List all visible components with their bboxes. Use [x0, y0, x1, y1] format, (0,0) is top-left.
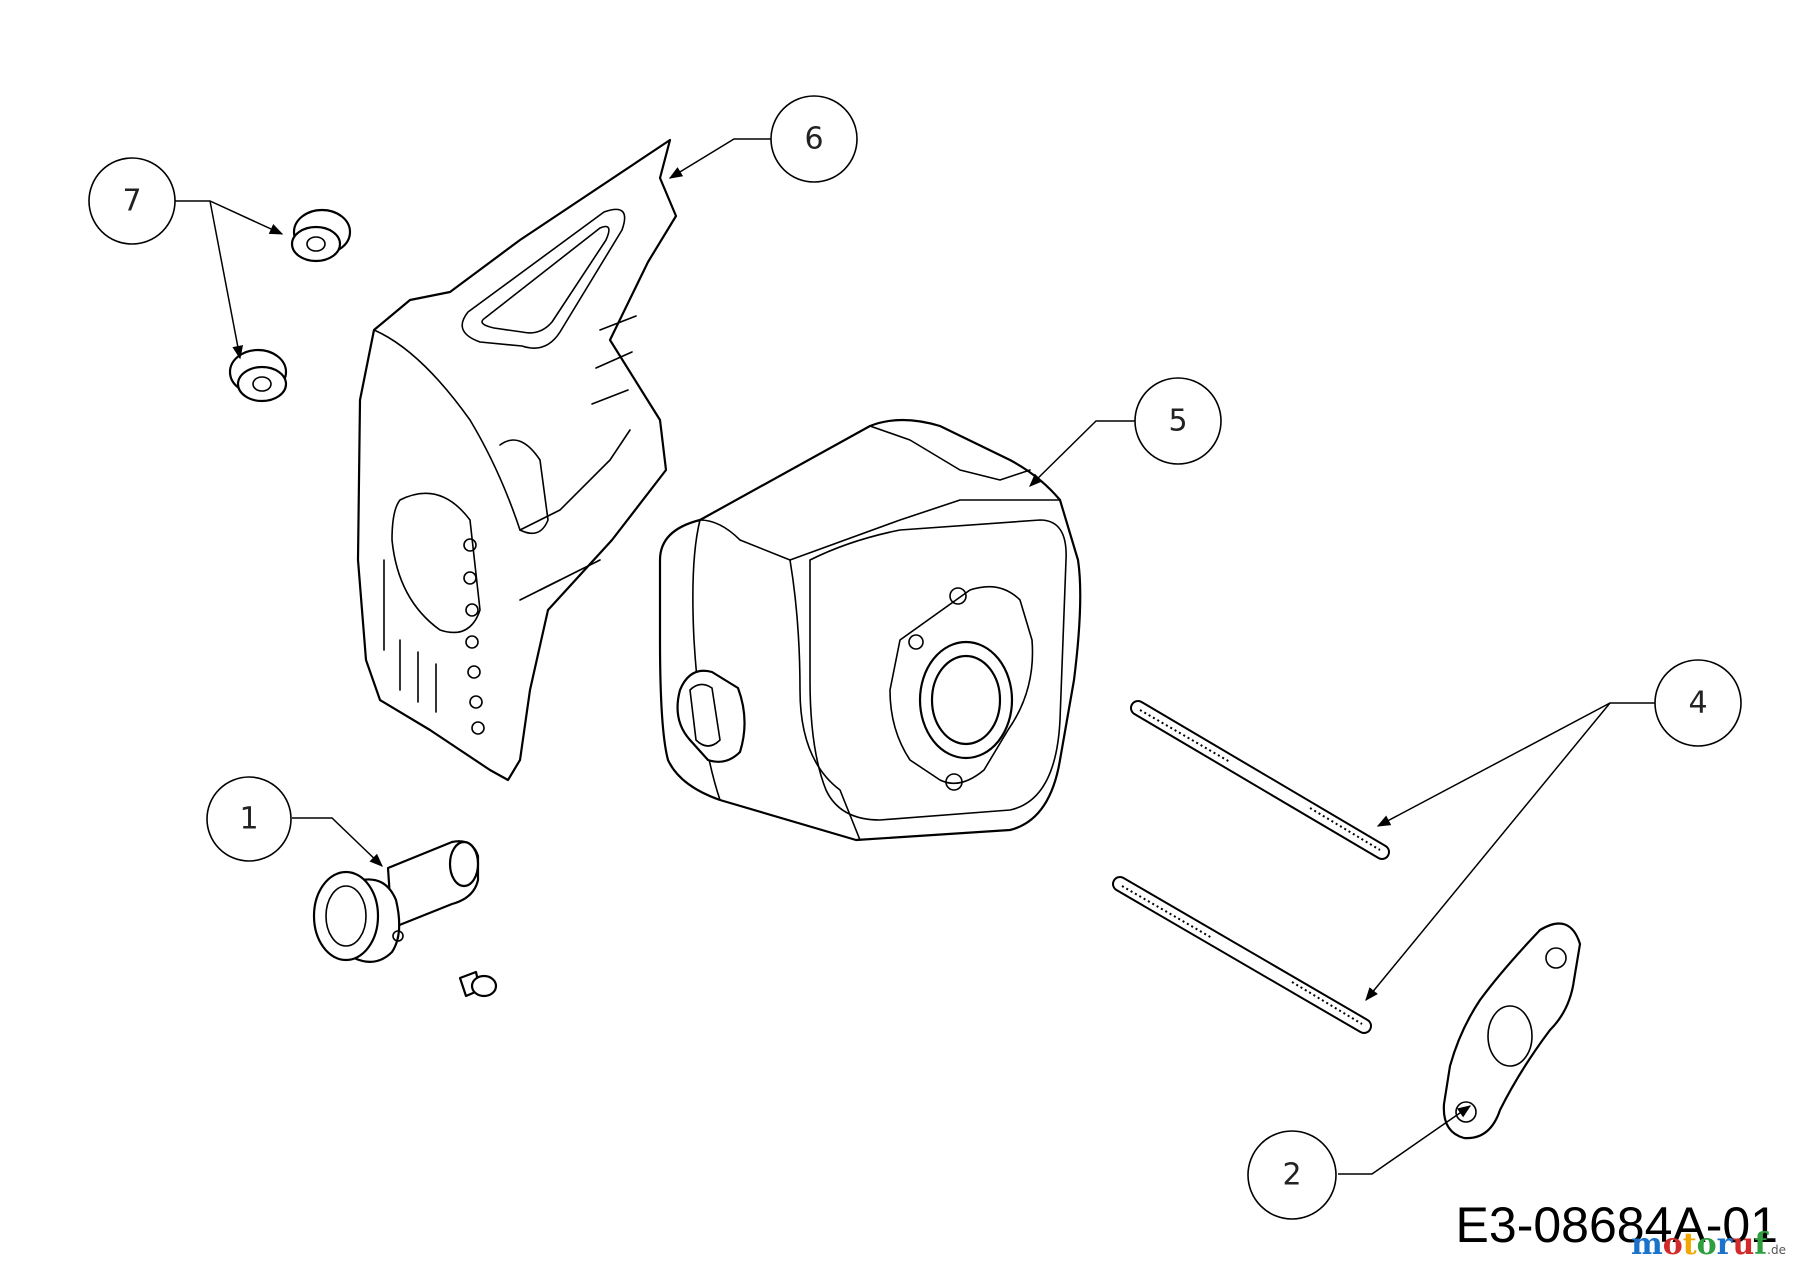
callout-5: 5 — [1134, 377, 1222, 465]
leader-5 — [1029, 420, 1136, 487]
leader-4b — [1365, 702, 1611, 1002]
callout-1: 1 — [206, 776, 292, 862]
watermark-letter: r — [1716, 1227, 1733, 1262]
part-muffler — [658, 418, 1082, 842]
watermark-letter: f — [1754, 1227, 1768, 1262]
part-gasket — [1442, 922, 1582, 1140]
callout-label-7: 7 — [122, 184, 141, 219]
part-stud-lower — [1112, 876, 1372, 1034]
watermark-letter: o — [1696, 1227, 1717, 1262]
drawing-code: E3-08684A-01 — [1455, 1197, 1778, 1253]
part-stud-upper — [1130, 700, 1390, 860]
watermark-logo: motoruf.de — [1631, 1227, 1786, 1262]
part-flange-nut-lower — [228, 348, 288, 403]
leader-4a — [1376, 702, 1656, 827]
watermark-letter: m — [1631, 1227, 1663, 1262]
callout-7: 7 — [88, 157, 176, 245]
leader-2 — [1338, 1105, 1472, 1175]
callout-4: 4 — [1654, 659, 1742, 747]
callout-2: 2 — [1247, 1130, 1337, 1220]
leader-7a — [174, 200, 284, 235]
watermark-letters: motoruf — [1631, 1227, 1767, 1262]
callout-label-6: 6 — [804, 122, 823, 157]
callout-label-2: 2 — [1282, 1158, 1301, 1193]
watermark-letter: t — [1682, 1227, 1697, 1262]
callout-6: 6 — [770, 95, 858, 183]
leader-1 — [292, 817, 383, 867]
leader-7b — [209, 200, 244, 360]
part-tail-pipe — [312, 840, 480, 963]
watermark-suffix: .de — [1767, 1243, 1786, 1257]
callout-label-5: 5 — [1168, 404, 1187, 439]
callout-label-4: 4 — [1688, 686, 1707, 721]
part-heat-shield — [356, 138, 678, 782]
callout-leaders — [174, 138, 1656, 1175]
part-screw — [458, 970, 498, 998]
watermark-letter: o — [1662, 1227, 1683, 1262]
leader-6 — [668, 138, 772, 179]
part-flange-nut-upper — [290, 208, 352, 263]
watermark-letter: u — [1732, 1227, 1755, 1262]
callout-label-1: 1 — [239, 802, 258, 837]
